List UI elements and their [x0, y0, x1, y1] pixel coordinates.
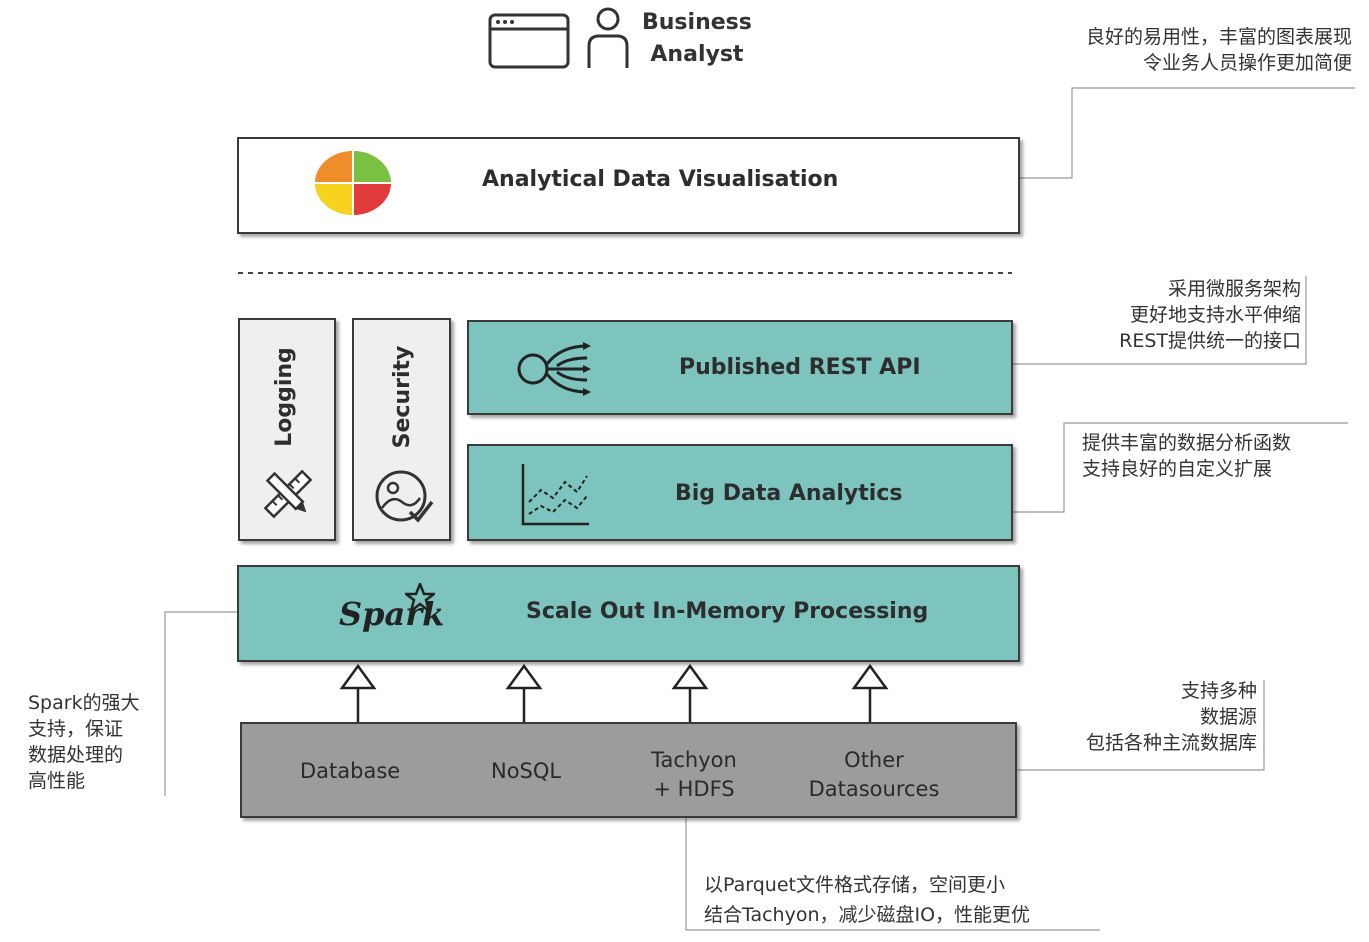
logging-label: Logging: [272, 347, 297, 447]
note-analytics-line2: 支持良好的自定义扩展: [1082, 458, 1273, 480]
note-datasources-line2: 数据源: [1199, 706, 1257, 728]
note-usability-line2: 令业务人员操作更加简便: [1142, 52, 1352, 74]
source-tachyon-line1: Tachyon: [651, 748, 737, 772]
source-tachyon: Tachyon + HDFS: [644, 746, 744, 804]
datasources-layer: Database NoSQL Tachyon + HDFS Other Data…: [240, 722, 1017, 818]
browser-window-icon: [488, 13, 570, 69]
note-spark-line4: 高性能: [28, 770, 86, 792]
connector-microservice: [1013, 276, 1307, 365]
note-microservice-line1: 采用微服务架构: [1167, 278, 1301, 300]
analytics-layer: Big Data Analytics: [467, 444, 1013, 541]
secure-check-icon: [375, 470, 434, 523]
note-microservice-line2: 更好地支持水平伸缩: [1129, 304, 1301, 326]
note-parquet: 以Parquet文件格式存储，空间更小 结合Tachyon，减少磁盘IO，性能更…: [704, 870, 1030, 930]
source-tachyon-line2: + HDFS: [653, 777, 735, 801]
connector-datasources: [1017, 680, 1265, 771]
pencil-ruler-icon: [263, 469, 313, 519]
connector-parquet: [685, 818, 1100, 931]
persona-line1: Business: [642, 10, 752, 35]
note-datasources-line3: 包括各种主流数据库: [1085, 732, 1257, 754]
note-usability-line1: 良好的易用性，丰富的图表展现: [1085, 26, 1352, 48]
connector-usability: [1020, 87, 1355, 179]
processing-label: Scale Out In-Memory Processing: [526, 599, 929, 624]
note-parquet-line2: 结合Tachyon，减少磁盘IO，性能更优: [704, 904, 1031, 926]
rest-api-label: Published REST API: [679, 355, 921, 380]
connector-spark: [164, 611, 237, 796]
connector-analytics: [1013, 422, 1348, 513]
source-nosql: NoSQL: [491, 759, 562, 783]
note-analytics: 提供丰富的数据分析函数 支持良好的自定义扩展: [1082, 430, 1291, 482]
spark-star-icon: [405, 583, 435, 613]
source-other-line1: Other: [844, 748, 904, 772]
security-label: Security: [390, 345, 415, 449]
security-layer: Security: [352, 318, 451, 541]
processing-layer: Spark Scale Out In-Memory Processing: [237, 565, 1020, 662]
note-spark-line1: Spark的强大: [28, 692, 140, 714]
persona-label: Business Analyst: [642, 7, 752, 71]
rest-api-layer: Published REST API: [467, 320, 1013, 415]
note-datasources-line1: 支持多种: [1180, 680, 1257, 702]
note-spark-line2: 支持，保证: [28, 718, 124, 740]
note-microservice: 采用微服务架构 更好地支持水平伸缩 REST提供统一的接口: [1119, 276, 1301, 354]
persona-line2: Analyst: [650, 42, 744, 67]
visualisation-label: Analytical Data Visualisation: [482, 167, 839, 192]
analytics-label: Big Data Analytics: [675, 481, 903, 506]
note-microservice-line3: REST提供统一的接口: [1119, 330, 1301, 352]
note-spark: Spark的强大 支持，保证 数据处理的 高性能: [28, 690, 140, 794]
note-analytics-line1: 提供丰富的数据分析函数: [1082, 432, 1292, 454]
visualisation-layer: Analytical Data Visualisation: [237, 137, 1020, 234]
source-other: Other Datasources: [804, 746, 944, 804]
logging-layer: Logging: [238, 318, 336, 541]
source-database: Database: [300, 759, 401, 783]
line-chart-icon: [521, 464, 589, 526]
pie-chart-icon: [315, 151, 391, 215]
note-parquet-line1: 以Parquet文件格式存储，空间更小: [704, 874, 1005, 896]
note-datasources: 支持多种 数据源 包括各种主流数据库: [1086, 678, 1257, 756]
note-usability: 良好的易用性，丰富的图表展现 令业务人员操作更加简便: [1086, 24, 1352, 76]
api-branch-icon: [517, 342, 591, 396]
note-spark-line3: 数据处理的: [28, 744, 124, 766]
person-icon: [587, 7, 629, 68]
source-other-line2: Datasources: [808, 777, 940, 801]
